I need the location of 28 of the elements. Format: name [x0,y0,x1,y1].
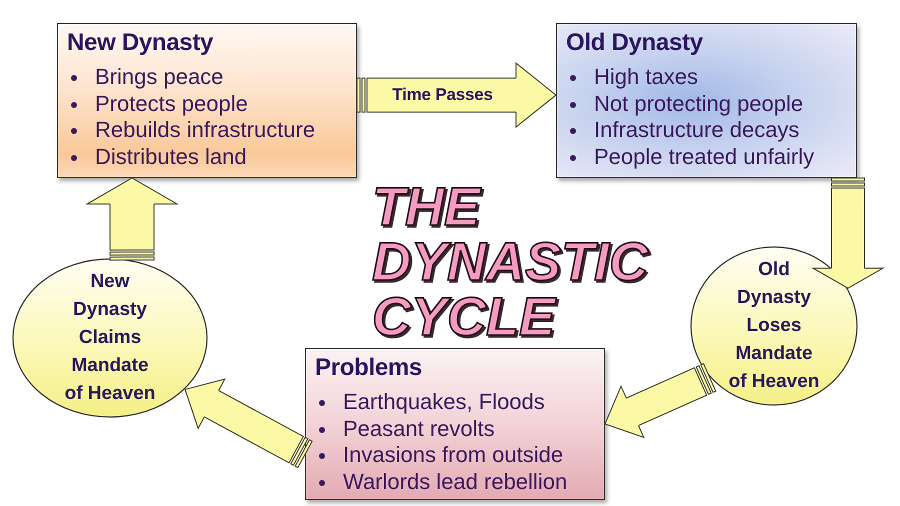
bullet-item: Not protecting people [569,90,804,118]
info-card [556,23,857,178]
oval-node [690,246,858,406]
bullet-item: Invasions from outside [318,442,564,470]
info-card [305,348,605,500]
oval-label: New Dynasty Claims Mandate of Heaven [64,270,156,406]
bullet-item: People treated unfairly [569,144,814,171]
block-arrow [604,363,716,438]
bullet-item: Distributes land [70,144,247,171]
bullet-item: Rebuilds infrastructure [70,117,316,144]
block-arrow [356,62,556,128]
card-heading: Problems [315,353,422,383]
info-card [57,23,357,178]
card-heading: Old Dynasty [566,28,703,58]
oval-node [12,258,208,418]
bullet-item: Earthquakes, Floods [318,389,545,416]
block-arrow [184,378,313,468]
block-arrow [86,178,178,261]
diagram-title: THE DYNASTIC CYCLE [372,180,650,345]
card-heading: New Dynasty [67,28,214,58]
bullet-item: Brings peace [70,64,224,91]
bullet-item: Warlords lead rebellion [318,469,568,496]
bullet-item: High taxes [569,64,698,91]
oval-label: Old Dynasty Loses Mandate of Heaven [728,258,820,394]
bullet-item: Infrastructure decays [569,117,800,144]
block-arrow [812,178,884,289]
bullet-item: Peasant revolts [318,416,495,442]
bullet-item: Protects people [70,90,248,118]
